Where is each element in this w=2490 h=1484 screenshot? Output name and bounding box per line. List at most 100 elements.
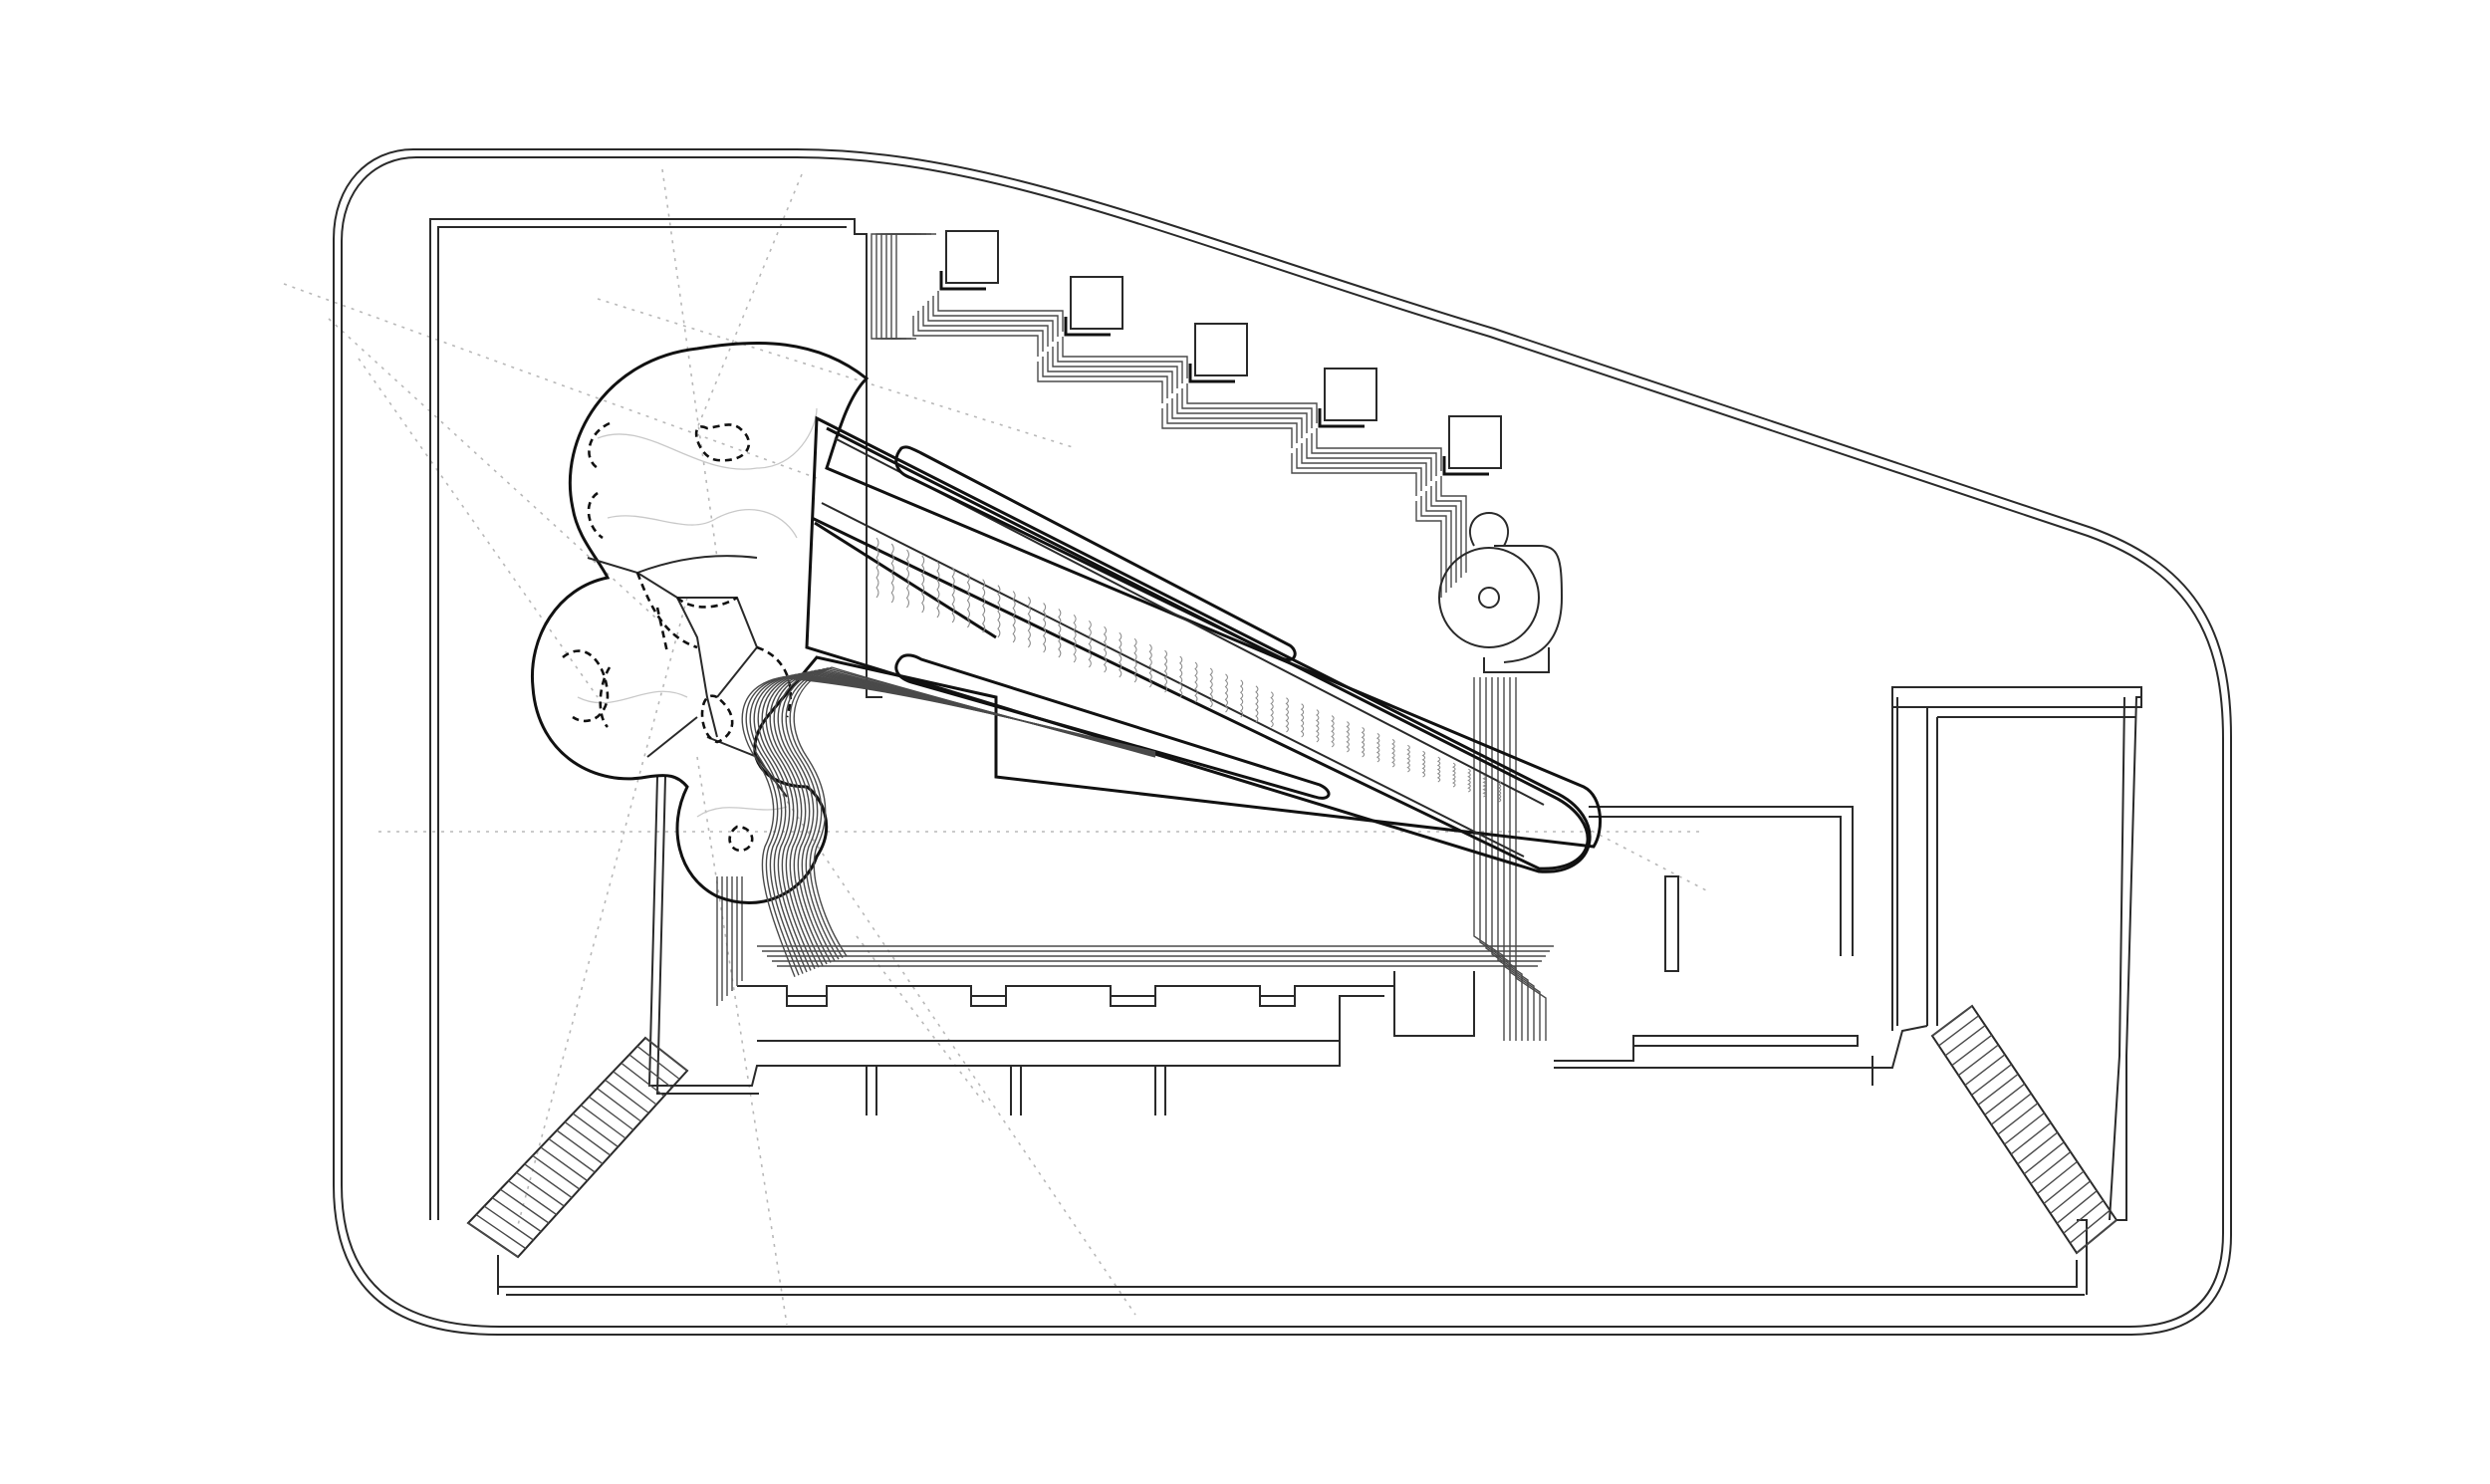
stair-tread (1990, 1093, 2032, 1125)
stair-tread (467, 1222, 519, 1258)
stair-tread (2004, 1112, 2045, 1145)
step-line (912, 316, 1039, 357)
stair-tread (491, 1197, 542, 1233)
stair-tread (613, 1071, 657, 1106)
hatch-line (1361, 727, 1366, 758)
hatch-line (966, 573, 970, 628)
step-line (1166, 403, 1298, 443)
hatch-line (981, 579, 986, 633)
stair-tread (2030, 1151, 2072, 1185)
hatch-line (1331, 715, 1335, 748)
step-line (927, 301, 1054, 342)
flow-line (741, 676, 796, 978)
bubble-cluster (530, 341, 1603, 904)
hatch-line (1042, 603, 1047, 653)
stair-tread (628, 1054, 672, 1089)
step-line (1491, 677, 1523, 1041)
stair-tread (548, 1137, 596, 1173)
stair-tread (2076, 1219, 2117, 1254)
hatch-line (1285, 697, 1289, 733)
stair-tread (2069, 1209, 2111, 1244)
stair-tread (644, 1037, 688, 1072)
hatch-line (1467, 768, 1471, 793)
step-line (1311, 433, 1437, 476)
stair-tread (1971, 1064, 2012, 1097)
stair-tread (1931, 1005, 1973, 1037)
step-line (1037, 362, 1163, 403)
stair-tread (1938, 1015, 1980, 1047)
stair-tread (1984, 1083, 2026, 1115)
hatch-line (1421, 750, 1426, 778)
step-line (1042, 357, 1168, 398)
step-line (1425, 491, 1452, 588)
stair-tread (556, 1129, 604, 1165)
step-line (1057, 342, 1183, 383)
flow-line (769, 671, 824, 966)
step-line (1161, 408, 1293, 448)
hatch-line (1012, 591, 1016, 643)
hatch-line (1406, 744, 1410, 773)
step-line (1420, 496, 1447, 593)
flow-line (753, 674, 808, 973)
stair-tread (1964, 1054, 2006, 1087)
hatch-line (1073, 615, 1077, 663)
flow-line (765, 671, 820, 968)
east-wing (1554, 686, 2142, 1086)
flow-line (781, 668, 836, 962)
hatch-line (1300, 703, 1305, 738)
step-line (1291, 453, 1417, 496)
platform-block (1324, 368, 1377, 421)
step-line (917, 311, 1044, 352)
hatch-line (1346, 721, 1350, 753)
diagonal-stairs (466, 1004, 2118, 1259)
stair-tread (540, 1146, 588, 1182)
hatch-line (905, 549, 909, 609)
hatch-line (1436, 756, 1441, 783)
platform-shadow (1442, 456, 1489, 476)
step-line (1052, 347, 1178, 388)
flow-line (761, 672, 816, 970)
step-line (937, 291, 1064, 332)
platform-block (1194, 323, 1248, 376)
hatch-line (1375, 732, 1380, 763)
step-line (1435, 481, 1462, 578)
hatch-line (1224, 673, 1228, 713)
hatch-line (1497, 780, 1502, 803)
hatch-line (921, 555, 925, 614)
stair-tread (516, 1171, 565, 1207)
stair-tread (1957, 1044, 1999, 1077)
stair-tread (2050, 1180, 2092, 1214)
stair-tread (524, 1163, 573, 1199)
hatch-line (1270, 691, 1274, 728)
step-line (890, 233, 916, 340)
south-arcade (716, 876, 1554, 1115)
step-line (1047, 352, 1173, 393)
step-line (1497, 677, 1529, 1041)
step-line (1473, 677, 1505, 1041)
step-line (880, 233, 926, 340)
step-line (1171, 398, 1303, 438)
hatch-line (1119, 631, 1122, 678)
site-boundary (333, 148, 2232, 1336)
stair-tread (1997, 1103, 2039, 1135)
flow-line (793, 666, 848, 957)
hatch-line (1255, 685, 1259, 723)
stair-tread (2043, 1170, 2085, 1204)
step-line (932, 296, 1059, 337)
step-line (1515, 677, 1547, 1041)
platform-block (1448, 415, 1502, 469)
hatch-line (1209, 667, 1213, 708)
step-line (1415, 501, 1442, 598)
stair-tread (572, 1113, 619, 1148)
step-line (1176, 393, 1308, 433)
step-line (1296, 448, 1422, 491)
flow-line (789, 667, 844, 958)
stair-tread (2063, 1199, 2105, 1234)
hatch-line (1391, 738, 1395, 768)
hatch-line (936, 561, 940, 618)
hatch-line (1316, 709, 1320, 743)
flow-line (777, 669, 832, 963)
stair-tread (499, 1188, 550, 1224)
hatch-line (1027, 597, 1031, 648)
hatch-line (1239, 679, 1244, 718)
